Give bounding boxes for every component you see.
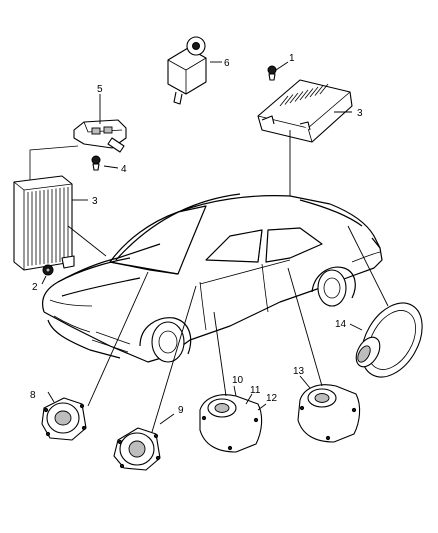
callout-3-left: 3 [92, 196, 98, 207]
grille-slot [279, 95, 289, 107]
callout-4: 4 [121, 164, 127, 175]
callout-13: 13 [293, 366, 305, 377]
amplifier-left-part-3 [13, 145, 79, 271]
screw-part-4 [91, 155, 101, 171]
callout-5: 5 [97, 84, 103, 95]
speaker-parts-10-11-12 [199, 394, 263, 453]
grille-slot [299, 89, 309, 101]
callout-3-right: 3 [357, 108, 363, 119]
grille-slot [304, 88, 314, 99]
screw-part-1 [267, 65, 277, 81]
callout-6: 6 [224, 58, 230, 69]
grille-slot [314, 85, 324, 96]
callout-12: 12 [266, 393, 278, 404]
nut-part-2 [42, 264, 54, 276]
callout-2: 2 [32, 282, 38, 293]
callout-8: 8 [30, 390, 36, 401]
grille-slot [309, 86, 319, 98]
speaker-part-13 [297, 384, 361, 443]
callout-1: 1 [289, 53, 295, 64]
speaker-part-8 [41, 397, 87, 441]
grille-slot [289, 92, 299, 104]
speaker-part-14 [355, 302, 423, 378]
callout-9: 9 [178, 405, 184, 416]
grille-slot [284, 94, 294, 105]
grille-slot [294, 91, 304, 102]
relay-part-6 [167, 36, 207, 105]
module-grille [279, 83, 329, 107]
bracket-part-5 [73, 119, 127, 153]
amplifier-cooling-fins [27, 187, 69, 266]
callout-11: 11 [250, 385, 261, 396]
sedan-car-outline [41, 193, 383, 363]
leader-lines [41, 61, 389, 433]
callout-14: 14 [335, 319, 347, 330]
callout-labels: 1 3 6 5 4 3 2 8 9 10 11 12 13 14 [30, 53, 363, 416]
speaker-part-9 [113, 427, 161, 471]
module-right-part-3 [257, 79, 353, 143]
callout-10: 10 [232, 375, 244, 386]
grille-slot [319, 83, 329, 95]
